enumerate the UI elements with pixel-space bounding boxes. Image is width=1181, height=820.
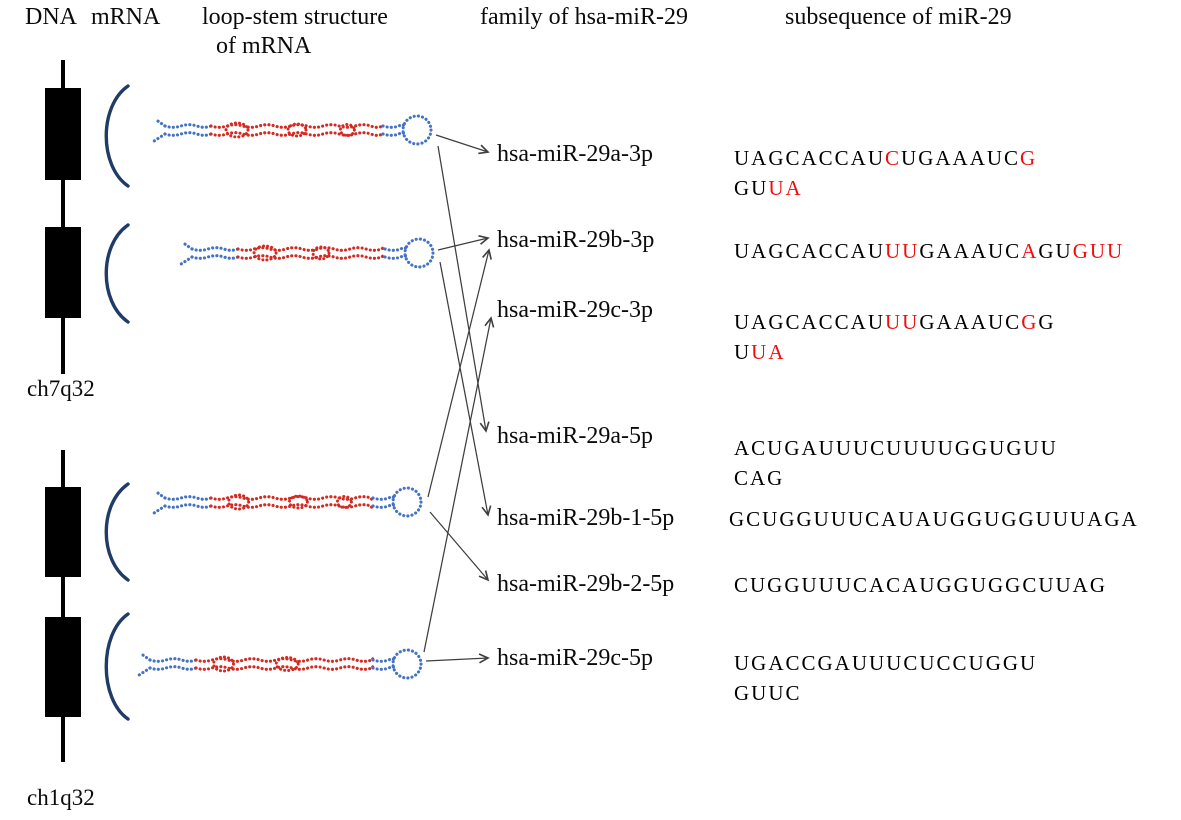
family-label-29a-3p: hsa-miR-29a-3p: [497, 141, 653, 167]
arrow-hairpin3-to-29b-2-5p: [429, 511, 490, 582]
hairpin-structures: [134, 114, 435, 680]
sequence-segment: ACUGAUUUCUUUUGGUGUU: [734, 436, 1058, 460]
sequence-segment: CUGGUUUCACAUGGUGGCUUAG: [734, 573, 1108, 597]
sequence-29a-3p-line2: GUUA: [734, 176, 803, 200]
arrow-hairpin2-to-29b-1-5p: [439, 261, 492, 517]
sequence-29a-3p-line1: UAGCACCAUCUGAAAUCG: [734, 146, 1037, 170]
sequence-segment: UAGCACCAU: [734, 310, 886, 334]
sequence-segment: GU: [734, 176, 769, 200]
column-header-mrna: mRNA: [91, 4, 161, 30]
column-header-family: family of hsa-miR-29: [480, 4, 688, 30]
sequence-segment-highlight: G: [1020, 146, 1038, 170]
family-label-29b-1-5p: hsa-miR-29b-1-5p: [497, 505, 675, 531]
sequence-29b-2-5p-line1: CUGGUUUCACAUGGUGGCUUAG: [734, 573, 1107, 597]
sequence-segment: UGAAAUC: [901, 146, 1021, 170]
family-label-29c-5p: hsa-miR-29c-5p: [497, 645, 653, 671]
arrow-hairpin3-to-29b-3p: [427, 248, 492, 498]
sequence-segment: GAAAUC: [919, 310, 1022, 334]
sequence-29c-3p-line2: UUA: [734, 340, 786, 364]
sequence-segment: UAGCACCAU: [734, 146, 886, 170]
sequence-segment-highlight: A: [1021, 239, 1039, 263]
arrow-hairpin2-to-29b-3p: [437, 234, 490, 251]
chromosome-label-ch1q32: ch1q32: [27, 785, 95, 810]
sequence-segment-highlight: UU: [885, 310, 920, 334]
sequence-segment: UAGCACCAU: [734, 239, 886, 263]
sequence-segment-highlight: UA: [751, 340, 786, 364]
sequence-29c-3p-line1: UAGCACCAUUUGAAAUCGG: [734, 310, 1056, 334]
sequence-29b-3p-line1: UAGCACCAUUUGAAAUCAGUGUU: [734, 239, 1124, 263]
sequence-29a-5p-line2: CAG: [734, 466, 784, 490]
column-header-subsequence: subsequence of miR-29: [785, 4, 1012, 30]
arrow-hairpin1-to-29a-3p: [435, 134, 490, 155]
sequence-segment: GU: [1038, 239, 1073, 263]
sequence-segment: GUUC: [734, 681, 802, 705]
sequence-segment-highlight: GUU: [1072, 239, 1125, 263]
family-label-29b-3p: hsa-miR-29b-3p: [497, 227, 655, 253]
sequence-segment-highlight: C: [885, 146, 902, 170]
mapping-arrows: [423, 134, 495, 664]
chromosome-label-ch7q32: ch7q32: [27, 376, 95, 401]
sequence-29a-5p-line1: ACUGAUUUCUUUUGGUGUU: [734, 436, 1058, 460]
sequence-segment-highlight: G: [1021, 310, 1039, 334]
sequence-segment-highlight: UA: [768, 176, 803, 200]
column-header-loop-stem-line1: loop-stem structure: [202, 4, 388, 30]
family-label-29b-2-5p: hsa-miR-29b-2-5p: [497, 571, 675, 597]
arrow-hairpin4-to-29c-3p: [423, 316, 495, 653]
sequence-segment: GCUGGUUUCAUAUGGUGGUUUAGA: [729, 507, 1139, 531]
sequence-segment: G: [1038, 310, 1056, 334]
mrna-brace-1: [104, 84, 130, 188]
sequence-segment: UGACCGAUUUCUCCUGGU: [734, 651, 1038, 675]
sequence-29c-5p-line2: GUUC: [734, 681, 802, 705]
dna-block-3: [45, 487, 81, 577]
arrow-hairpin4-to-29c-5p: [425, 653, 490, 664]
sequence-29c-5p-line1: UGACCGAUUUCUCCUGGU: [734, 651, 1037, 675]
sequence-segment: CAG: [734, 466, 785, 490]
family-label-29a-5p: hsa-miR-29a-5p: [497, 423, 653, 449]
sequence-segment-highlight: UU: [885, 239, 920, 263]
dna-block-2: [45, 227, 81, 318]
column-header-loop-stem-line2: of mRNA: [216, 33, 312, 59]
sequence-segment: GAAAUC: [919, 239, 1022, 263]
mrna-brace-2: [104, 223, 130, 324]
family-label-29c-3p: hsa-miR-29c-3p: [497, 297, 653, 323]
dna-block-4: [45, 617, 81, 717]
column-header-dna: DNA: [25, 4, 77, 30]
sequence-29b-1-5p-line1: GCUGGUUUCAUAUGGUGGUUUAGA: [729, 507, 1139, 531]
mrna-brace-4: [104, 612, 130, 721]
sequence-segment: U: [734, 340, 752, 364]
mrna-brace-3: [104, 482, 130, 582]
dna-block-1: [45, 88, 81, 180]
